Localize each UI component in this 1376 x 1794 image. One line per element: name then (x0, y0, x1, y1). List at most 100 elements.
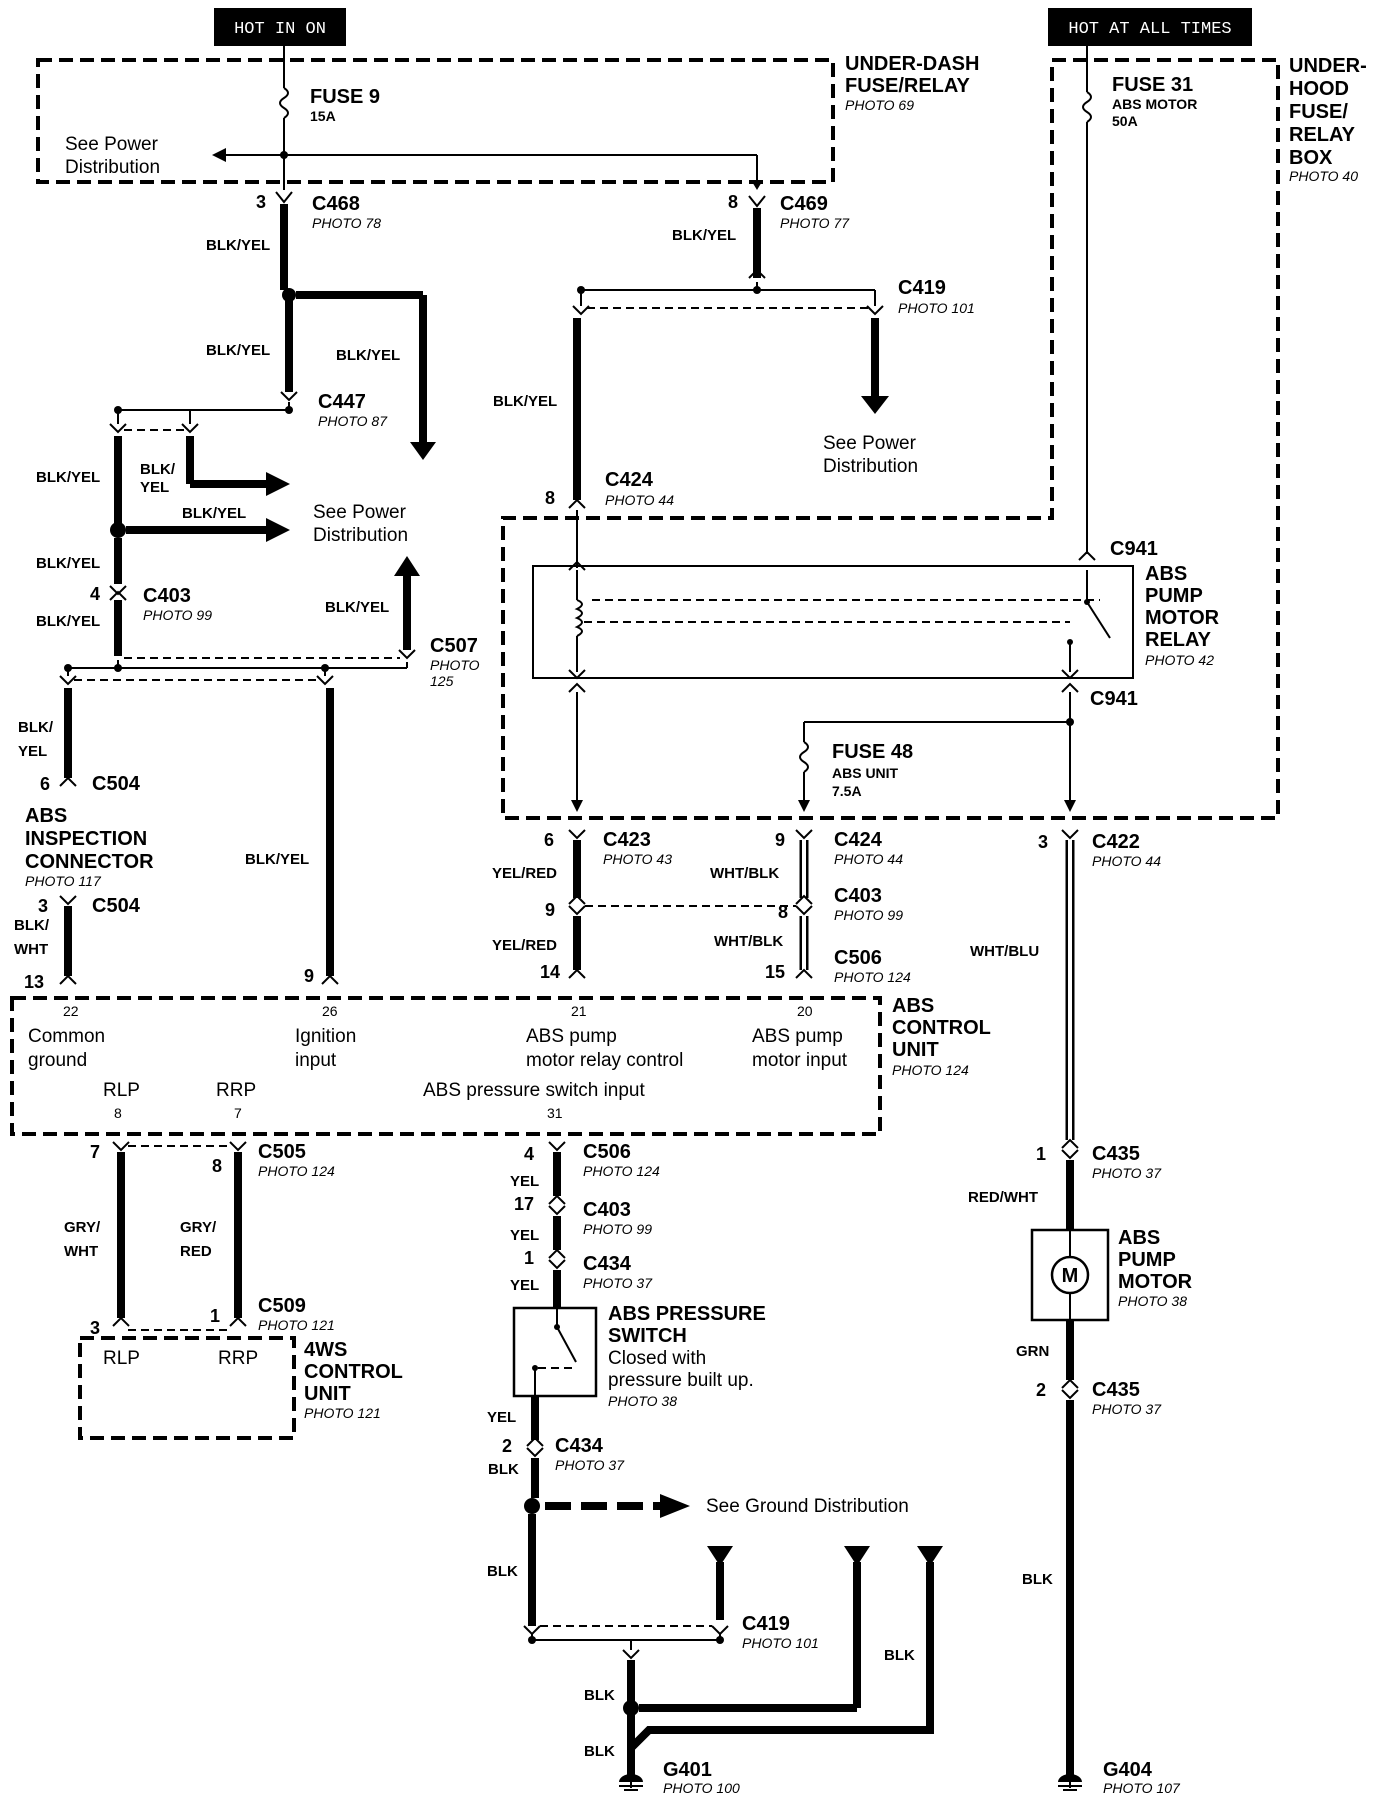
diagram-label: 8 (728, 192, 738, 212)
diagram-label: BLK/YEL (36, 469, 100, 486)
diagram-label: C941 (1110, 538, 1158, 560)
diagram-label: G401 (663, 1759, 712, 1781)
diagram-label: PHOTO 42 (1145, 652, 1214, 668)
diagram-label: C422 (1092, 831, 1140, 853)
diagram-label: pressure built up. (608, 1370, 754, 1391)
diagram-label: ABS pump (526, 1026, 617, 1047)
diagram-label: BLK/YEL (36, 613, 100, 630)
diagram-label: PHOTO 124 (834, 969, 911, 985)
diagram-label: 4WS (304, 1339, 347, 1361)
diagram-label: C419 (898, 277, 946, 299)
diagram-label: 8 (212, 1156, 222, 1176)
diagram-label: FUSE 9 (310, 86, 380, 108)
diagram-label: C504 (92, 895, 141, 917)
diagram-label: 6 (544, 830, 554, 850)
diagram-label: C403 (143, 585, 191, 607)
diagram-label: PHOTO 69 (845, 97, 914, 113)
diagram-label: RRP (218, 1348, 258, 1369)
diagram-label: ABS MOTOR (1112, 96, 1197, 112)
diagram-label: CONTROL (892, 1017, 991, 1039)
diagram-label: C435 (1092, 1143, 1140, 1165)
diagram-label: FUSE 48 (832, 741, 913, 763)
diagram-label: HOOD (1289, 78, 1349, 100)
diagram-label: 7 (90, 1142, 100, 1162)
diagram-label: ABS (1118, 1227, 1160, 1249)
diagram-label: CONTROL (304, 1361, 403, 1383)
arrow-left-icon (212, 148, 226, 162)
diagram-label: C506 (583, 1141, 631, 1163)
diagram-label: C403 (834, 885, 882, 907)
diagram-label: SWITCH (608, 1325, 687, 1347)
diagram-label: 26 (322, 1003, 338, 1019)
diagram-label: BLK/YEL (672, 227, 736, 244)
diagram-label: PHOTO 87 (318, 413, 388, 429)
diagram-label: FUSE/ (1289, 101, 1348, 123)
diagram-label: RRP (216, 1080, 256, 1101)
diagram-label: MOTOR (1145, 607, 1220, 629)
diagram-label: ABS PRESSURE (608, 1303, 766, 1325)
diagram-label: 8 (114, 1105, 122, 1121)
diagram-label: 22 (63, 1003, 79, 1019)
diagram-label: UNDER-DASH (845, 53, 979, 75)
diagram-label: YEL (487, 1409, 516, 1426)
diagram-label: BOX (1289, 147, 1333, 169)
diagram-label: YEL/RED (492, 937, 557, 954)
diagram-label: C447 (318, 391, 366, 413)
diagram-label: 15 (765, 962, 785, 982)
diagram-label: 3 (1038, 832, 1048, 852)
diagram-label: 20 (797, 1003, 813, 1019)
diagram-label: 9 (545, 900, 555, 920)
diagram-label: 15A (310, 108, 336, 124)
diagram-label: PHOTO 99 (143, 607, 212, 623)
diagram-label: Common (28, 1026, 105, 1047)
diagram-label: WHT/BLU (970, 943, 1039, 960)
diagram-label: BLK/YEL (336, 347, 400, 364)
diagram-label: PHOTO 38 (608, 1393, 677, 1409)
diagram-label: 4 (90, 584, 100, 604)
diagram-label: 2 (502, 1436, 512, 1456)
diagram-label: 9 (775, 830, 785, 850)
diagram-label: C424 (605, 469, 654, 491)
diagram-label: See Power (313, 502, 407, 523)
diagram-label: YEL (510, 1173, 539, 1190)
diagram-label: 8 (545, 488, 555, 508)
diagram-label: CONNECTOR (25, 851, 154, 873)
diagram-label: PHOTO 99 (583, 1221, 652, 1237)
diagram-label: PHOTO 101 (898, 300, 975, 316)
diagram-label: PHOTO 44 (1092, 853, 1161, 869)
diagram-label: BLK/YEL (182, 505, 246, 522)
diagram-label: See Power (65, 134, 159, 155)
diagram-label: BLK/ (14, 917, 50, 934)
diagram-label: WHT (64, 1243, 98, 1260)
diagram-label: Ignition (295, 1026, 356, 1047)
diagram-label: BLK/YEL (325, 599, 389, 616)
diagram-label: ABS pressure switch input (423, 1080, 645, 1101)
diagram-label: BLK/YEL (245, 851, 309, 868)
diagram-label: PHOTO 44 (834, 851, 903, 867)
diagram-label: M (1062, 1265, 1079, 1287)
diagram-label: 17 (514, 1194, 534, 1214)
diagram-label: 13 (24, 972, 44, 992)
diagram-label: GRY/ (180, 1219, 217, 1236)
diagram-label: See Power (823, 433, 917, 454)
diagram-label: PHOTO 124 (583, 1163, 660, 1179)
diagram-label: 9 (304, 966, 314, 986)
diagram-label: PHOTO 107 (1103, 1780, 1181, 1794)
relay-coil-symbol (574, 599, 583, 637)
diagram-label: C509 (258, 1295, 306, 1317)
diagram-label: 7 (234, 1105, 242, 1121)
diagram-label: BLK/YEL (36, 555, 100, 572)
diagram-label: BLK/YEL (206, 237, 270, 254)
diagram-label: motor input (752, 1050, 848, 1071)
ground-g404-icon (1058, 1774, 1082, 1791)
diagram-label: RED (180, 1243, 212, 1260)
diagram-label: 2 (1036, 1380, 1046, 1400)
abs-pump-motor-relay (532, 565, 1134, 679)
diagram-label: See Ground Distribution (706, 1496, 909, 1517)
diagram-label: BLK (884, 1647, 915, 1664)
diagram-label: PHOTO (430, 657, 480, 673)
diagram-label: 3 (38, 896, 48, 916)
diagram-label: C419 (742, 1613, 790, 1635)
diagram-label: INSPECTION (25, 828, 147, 850)
under-hood-fuse-relay-box (501, 58, 1280, 820)
